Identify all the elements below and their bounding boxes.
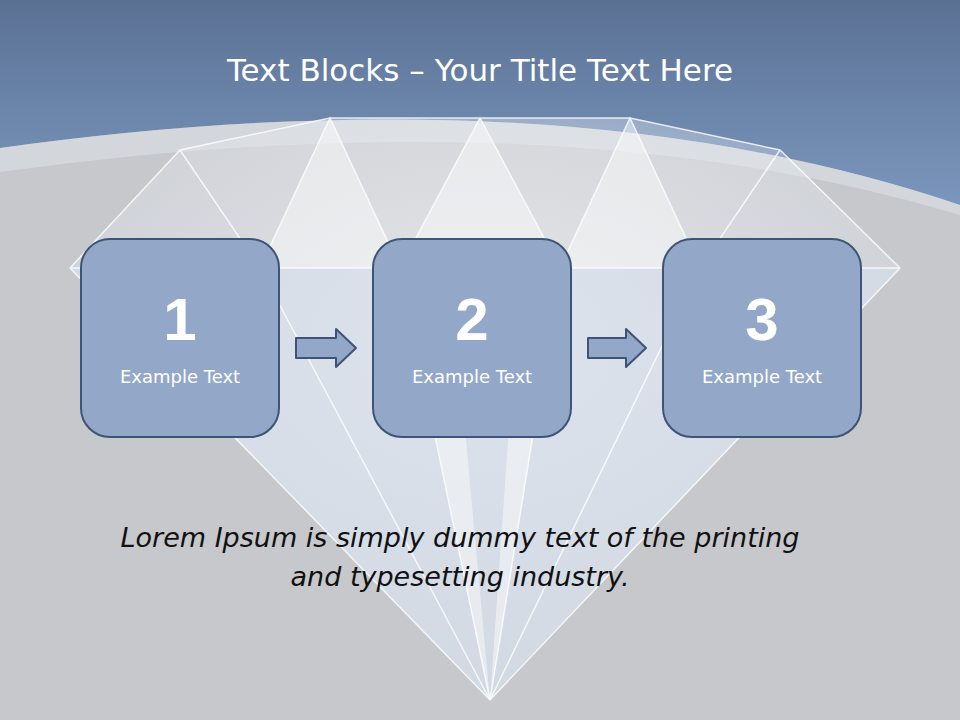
step-box: 3Example Text xyxy=(662,238,862,438)
slide-title: Text Blocks – Your Title Text Here xyxy=(40,52,920,89)
step-label: Example Text xyxy=(702,365,822,388)
step-number: 2 xyxy=(455,287,488,353)
diamond xyxy=(70,118,900,700)
block-arrow xyxy=(296,329,356,367)
step-box: 2Example Text xyxy=(372,238,572,438)
step-number: 3 xyxy=(745,287,778,353)
block-arrow xyxy=(588,329,646,367)
step-box: 1Example Text xyxy=(80,238,280,438)
step-label: Example Text xyxy=(120,365,240,388)
step-number: 1 xyxy=(163,287,196,353)
caption-text: Lorem Ipsum is simply dummy text of the … xyxy=(100,518,820,596)
step-label: Example Text xyxy=(412,365,532,388)
